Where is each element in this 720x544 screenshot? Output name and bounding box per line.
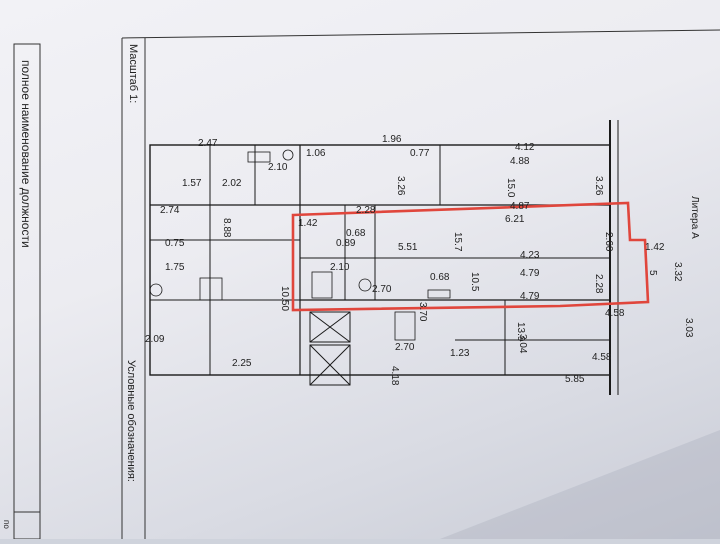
- dim-left-6: 2.09: [145, 334, 165, 345]
- vdim-1: 3.32: [672, 262, 683, 282]
- area-1: 15.7: [452, 232, 463, 252]
- vdim-8: 3.70: [417, 302, 428, 322]
- area-2: 10.5: [469, 272, 480, 292]
- legend-label: Условные обозначения:: [125, 360, 137, 482]
- dim-left-0: 1.57: [182, 178, 202, 189]
- area-4: 5: [647, 270, 658, 276]
- dim-mid-11: 5.85: [565, 374, 585, 385]
- bottom-label: по: [2, 520, 11, 529]
- dim-top-7: 4.87: [510, 201, 530, 212]
- stair-label: Литера А: [689, 196, 700, 239]
- highlighted-apartment-outline: [291, 201, 650, 312]
- sanitary-fixtures: [149, 149, 451, 341]
- scale-label: Масштаб 1:: [127, 44, 139, 103]
- dim-top-1: 4.12: [515, 142, 535, 153]
- dim-mid-1: 5.51: [398, 242, 418, 253]
- dim-mid-12: 1.23: [450, 348, 470, 359]
- dim-mid-9: 4.58: [605, 308, 625, 319]
- dim-top-4: 2.10: [268, 162, 288, 173]
- building-walls: [149, 120, 619, 395]
- photo-shadow: [440, 430, 720, 539]
- dim-mid-0: 0.89: [336, 238, 356, 249]
- dim-mid-6: 2.70: [372, 284, 392, 295]
- dim-top-0: 1.96: [382, 134, 402, 145]
- dim-mid-4: 4.79: [520, 291, 540, 302]
- dim-top-8: 6.21: [505, 214, 525, 225]
- dim-mid-2: 4.23: [520, 250, 540, 261]
- dim-left-5: 1.75: [165, 262, 185, 273]
- vdim-4: 3.26: [395, 176, 406, 196]
- dim-left-1: 2.02: [222, 178, 242, 189]
- dim-top-9: 2.28: [356, 205, 376, 216]
- dim-top-3: 2.47: [198, 138, 218, 149]
- dim-mid-5: 2.10: [330, 262, 350, 273]
- top-border-line: [121, 29, 720, 39]
- vdim-3: 3.26: [593, 176, 604, 196]
- dim-mid-8: 1.42: [645, 242, 665, 253]
- dim-top-10: 2.74: [160, 205, 180, 216]
- vdim-6: 3.03: [683, 318, 694, 338]
- dim-top-6: 0.77: [410, 148, 430, 159]
- dim-left-4: 0.75: [165, 238, 185, 249]
- dim-top-2: 4.88: [510, 156, 530, 167]
- position-frame-cell: [13, 511, 41, 540]
- vdim-0: 2.60: [603, 232, 614, 252]
- vdim-9: 8.88: [221, 218, 232, 238]
- dim-left-7: 2.25: [232, 358, 252, 369]
- elevator-shafts: [309, 311, 351, 386]
- dim-mid-7: 0.68: [430, 272, 450, 283]
- vdim-2: 2.28: [593, 274, 604, 294]
- dim-mid-13: 2.70: [395, 342, 415, 353]
- dimension-labels: 1.96 4.12 4.88 2.47 2.10 1.06 0.77 4.87 …: [145, 134, 700, 386]
- vdim-5: 3.04: [517, 334, 528, 354]
- dim-top-5: 1.06: [306, 148, 326, 159]
- dim-mid-3: 4.79: [520, 268, 540, 279]
- area-3: 13.9: [515, 322, 526, 342]
- position-label: полное наименование должности: [19, 60, 33, 248]
- vdim-7: 10.50: [279, 286, 290, 311]
- dim-left-2: 1.42: [298, 218, 318, 229]
- dim-left-3: 0.68: [346, 228, 366, 239]
- vdim-10: 4.18: [389, 366, 400, 386]
- dim-mid-10: 4.58: [592, 352, 612, 363]
- area-0: 15.0: [505, 178, 516, 198]
